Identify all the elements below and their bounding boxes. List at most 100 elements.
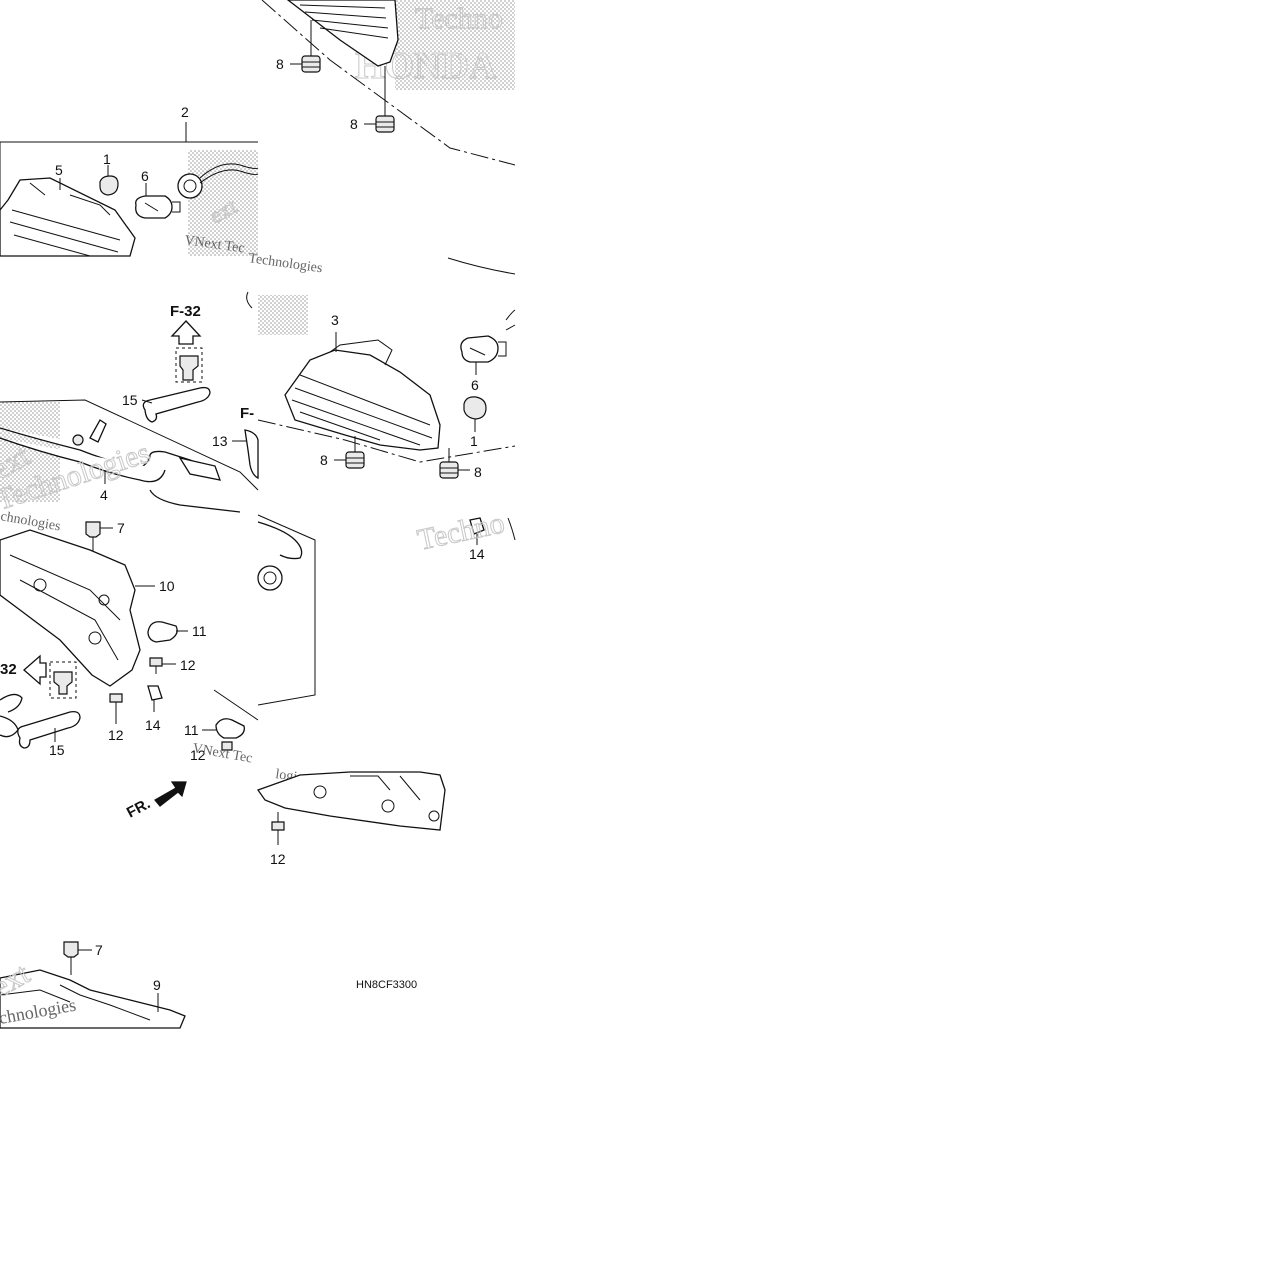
callout-8-d: 8 <box>474 464 482 480</box>
callout-6-b: 6 <box>471 377 479 393</box>
callout-6-a: 6 <box>141 168 149 184</box>
clamp-11-b <box>215 718 245 739</box>
bolt-7-b <box>63 941 92 975</box>
undercover-hole-b <box>381 799 395 813</box>
grommet-1-b <box>463 396 487 420</box>
callout-9: 9 <box>153 977 161 993</box>
callout-11-a: 11 <box>192 623 207 639</box>
connector-4 <box>178 457 221 481</box>
ref-f32-up: F-32 <box>170 303 201 320</box>
fastener-left <box>53 671 73 695</box>
ref-f32-left: 32 <box>0 661 17 678</box>
callout-8-a: 8 <box>276 56 284 72</box>
stay-10-hole-a <box>33 578 47 592</box>
panel-lower-left: chnologies 7 10 11 12 32 <box>0 509 259 822</box>
undercover-hole-c <box>428 810 440 822</box>
callout-2: 2 <box>181 104 189 120</box>
dotted-background-top <box>395 0 515 90</box>
undercover-hole-a <box>313 785 327 799</box>
leader-dash-mid <box>257 419 516 463</box>
callout-4: 4 <box>100 487 108 503</box>
socket-b-inner <box>263 571 277 585</box>
clip-on-harness-b <box>72 434 84 446</box>
callout-12-a: 12 <box>180 657 196 673</box>
panel-right-middle: Technologies 3 6 1 8 <box>246 251 516 562</box>
panel-socket-right <box>257 514 316 706</box>
socket-wire-a <box>177 150 259 256</box>
lens-ribs-3 <box>291 374 433 446</box>
front-arrow[interactable] <box>154 781 187 807</box>
body-edge-a <box>447 257 516 275</box>
clip-14-a <box>147 685 163 712</box>
clip-14-b <box>469 517 516 545</box>
stay-10-hole-b <box>88 631 102 645</box>
callout-12-b: 12 <box>108 727 124 743</box>
callout-13: 13 <box>212 433 228 449</box>
wire-harness-4-b <box>0 437 166 483</box>
bulb-6-b <box>460 309 516 363</box>
bulb-6-a <box>135 195 181 219</box>
socket-panel-border <box>257 514 316 706</box>
callout-15-b: 15 <box>49 742 65 758</box>
callout-7-a: 7 <box>117 520 125 536</box>
grommet-1-a <box>99 175 119 196</box>
leader-dash-top <box>261 0 516 166</box>
leader-15-a <box>141 399 153 404</box>
callout-14-a: 14 <box>145 717 161 733</box>
screw-12-d <box>271 812 285 845</box>
callout-12-c: 12 <box>190 747 206 763</box>
screw-12-c <box>221 741 233 751</box>
hook-fragment <box>246 291 253 309</box>
callout-12-d: 12 <box>270 851 286 867</box>
screw-12-b <box>109 693 123 724</box>
lens-ribs-5 <box>9 209 121 257</box>
grommet-8-a <box>290 20 321 73</box>
lamp-lens-5 <box>0 177 136 257</box>
clip-on-harness-a <box>89 419 107 443</box>
wire-socket-b <box>257 521 303 560</box>
clamp-15-b <box>17 710 81 749</box>
panel-left-middle: F-32 15 F- 13 4 ext Technologies <box>0 303 259 517</box>
fastener-up <box>179 355 199 381</box>
watermark-techno-b: Techno <box>415 506 508 557</box>
callout-11-b: 11 <box>184 722 199 738</box>
callout-10: 10 <box>159 578 175 594</box>
callout-8-b: 8 <box>350 116 358 132</box>
arrow-left-f32 <box>23 654 47 686</box>
callout-1-a: 1 <box>103 151 111 167</box>
callout-1-b: 1 <box>470 433 478 449</box>
callout-5: 5 <box>55 162 63 178</box>
watermark-techno: Techno <box>415 2 503 35</box>
turn-signal-3 <box>284 349 441 451</box>
lens-ribs-upper <box>299 4 389 39</box>
panel-top: Techno HONDA 8 8 2 5 <box>0 0 516 257</box>
bolt-7-a <box>85 521 113 558</box>
screw-12-a <box>149 657 176 674</box>
part-13 <box>244 429 259 480</box>
panel-bottom: 7 9 ext chnologies <box>0 941 186 1029</box>
ref-box-up <box>175 347 203 383</box>
stay-9-ribs <box>0 984 151 1021</box>
clamp-15-a <box>142 386 211 423</box>
ref-box-left <box>49 661 77 699</box>
panel-edge-lower <box>213 689 259 721</box>
watermark-technologies-a: Technologies <box>247 251 323 276</box>
ref-f-partial: F- <box>240 405 254 422</box>
grommet-8-b <box>364 66 395 133</box>
callout-3: 3 <box>331 312 339 328</box>
grommet-8-d <box>439 448 470 479</box>
lens-mount-5 <box>29 182 111 216</box>
dotted-background-mid <box>258 295 308 335</box>
panel-divider-left <box>0 399 259 491</box>
panel-lower-right: logies 12 <box>256 767 446 867</box>
mount-tab-3 <box>329 339 393 366</box>
callout-7-b: 7 <box>95 942 103 958</box>
stay-10-ribs <box>9 554 121 661</box>
callout-14-b: 14 <box>469 546 485 562</box>
stay-10 <box>0 529 141 687</box>
callout-15-a: 15 <box>122 392 138 408</box>
undercover-panel <box>256 771 446 831</box>
socket-b <box>257 565 283 591</box>
